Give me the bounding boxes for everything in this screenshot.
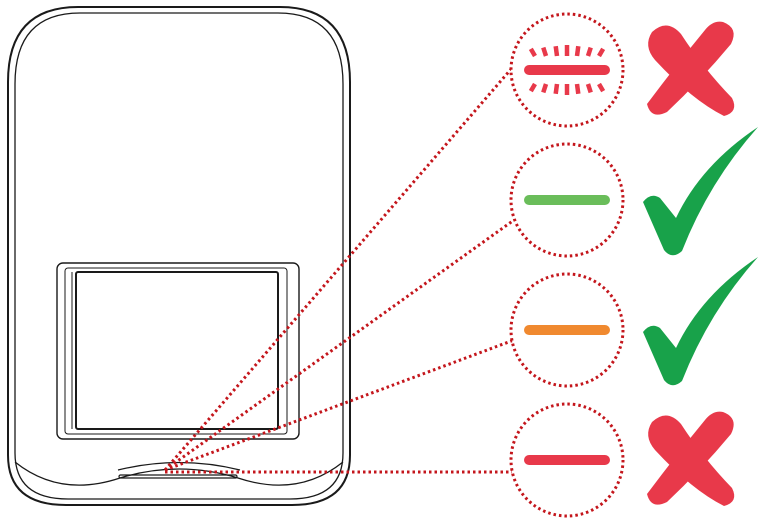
callout-line-3 <box>164 338 515 472</box>
router-device <box>7 6 351 506</box>
blink-ray <box>528 47 537 58</box>
blink-ray <box>541 46 549 57</box>
blink-rays <box>528 45 606 95</box>
callout-line-1 <box>163 67 514 471</box>
result-icons <box>643 21 758 506</box>
panel-screen <box>75 271 279 430</box>
panel-frame <box>56 262 300 440</box>
blink-ray <box>574 45 581 57</box>
cross-stroke-b <box>647 21 734 115</box>
blink-ray <box>574 83 581 95</box>
callout-line-2 <box>164 218 515 472</box>
led-state-blinking-red <box>524 45 610 95</box>
check-icon <box>643 127 758 256</box>
callout-lines <box>163 67 515 474</box>
blink-ray <box>553 83 560 95</box>
blink-ray <box>585 46 593 57</box>
blink-ray <box>597 47 606 58</box>
panel-frame-inner <box>64 267 288 435</box>
blink-ray <box>597 82 606 93</box>
status-led-slot <box>118 474 238 479</box>
blink-ray <box>528 82 537 93</box>
device-outer-shell <box>7 6 351 506</box>
blink-ray <box>541 83 549 94</box>
cross-icon <box>647 411 735 506</box>
device-base-curve-inner <box>117 461 241 471</box>
check-icon <box>643 257 758 386</box>
blink-ray <box>553 45 560 57</box>
led-states <box>524 45 610 465</box>
blink-ray <box>585 83 593 94</box>
device-inner-shell <box>14 12 344 500</box>
cross-icon <box>647 21 735 116</box>
cross-stroke-b <box>647 411 734 505</box>
device-base-curve <box>14 461 344 486</box>
